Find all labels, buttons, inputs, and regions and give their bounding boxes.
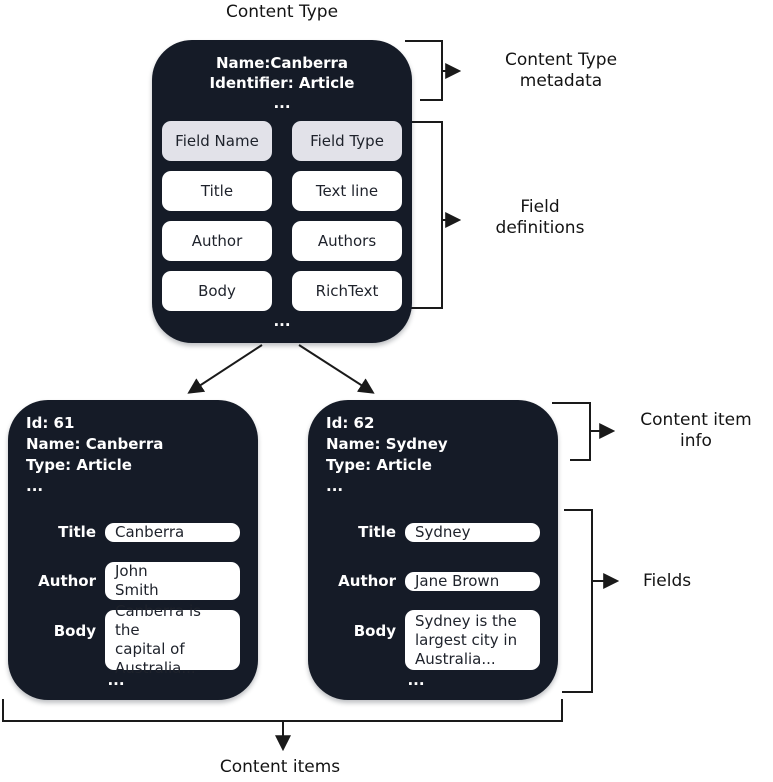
field-label-author: Author [38,572,96,590]
label-content-type-metadata: Content Type metadata [504,50,618,91]
field-type-header-cell: Field Type [292,121,402,161]
field-type-cell: RichText [292,271,402,311]
fields-bracket [562,509,593,693]
field-label-title: Title [58,523,96,541]
field-label-title: Title [358,523,396,541]
label-field-definitions: Field definitions [495,197,585,238]
content-item-ellipsis: ... [107,671,125,689]
content-item-meta-text: Id: 62 Name: Sydney Type: Article ... [326,414,448,495]
field-name-cell: Body [162,271,272,311]
field-value-author: John Smith [105,562,240,600]
content-items-bracket [2,699,563,722]
label-fields: Fields [643,571,692,591]
field-row-title: Title Sydney [308,512,540,552]
field-definitions-bracket [411,121,443,309]
field-label-author: Author [338,572,396,590]
field-row-author: Author John Smith [8,560,240,602]
field-row-title: Title Canberra [8,512,240,552]
field-label-body: Body [353,622,396,640]
content-item-box-sydney: Id: 62 Name: Sydney Type: Article ... Ti… [308,400,558,700]
label-content-item-info: Content item info [640,410,752,451]
content-item-ellipsis: ... [407,671,425,689]
field-definitions-table: Field Name Field Type Title Text line Au… [162,121,402,311]
field-value-body: Sydney is the largest city in Australia.… [405,610,540,670]
field-row-body: Body Canberra is the capital of Australi… [8,602,240,677]
field-label-body: Body [53,622,96,640]
arrow-to-content-item-1-icon [187,344,263,394]
field-value-body: Canberra is the capital of Australia... [105,602,240,677]
field-value-title: Sydney [405,522,540,542]
field-row-author: Author Jane Brown [308,560,540,602]
label-content-items: Content items [219,757,341,777]
field-name-cell: Title [162,171,272,211]
field-name-header-cell: Field Name [162,121,272,161]
field-type-cell: Text line [292,171,402,211]
arrow-to-content-item-2-icon [298,344,375,394]
content-type-box: Name:Canberra Identifier: Article ... Fi… [152,40,412,343]
diagram-title: Content Type [225,2,339,22]
field-type-cell: Authors [292,221,402,261]
content-type-ellipsis: ... [273,312,291,330]
content-item-meta-text: Id: 61 Name: Canberra Type: Article ... [26,414,164,495]
field-value-title: Canberra [105,522,240,542]
field-row-body: Body Sydney is the largest city in Austr… [308,610,540,670]
content-item-box-canberra: Id: 61 Name: Canberra Type: Article ... … [8,400,258,700]
content-type-meta-text: Name:Canberra Identifier: Article ... [209,54,355,112]
field-value-author: Jane Brown [405,571,540,591]
field-name-cell: Author [162,221,272,261]
